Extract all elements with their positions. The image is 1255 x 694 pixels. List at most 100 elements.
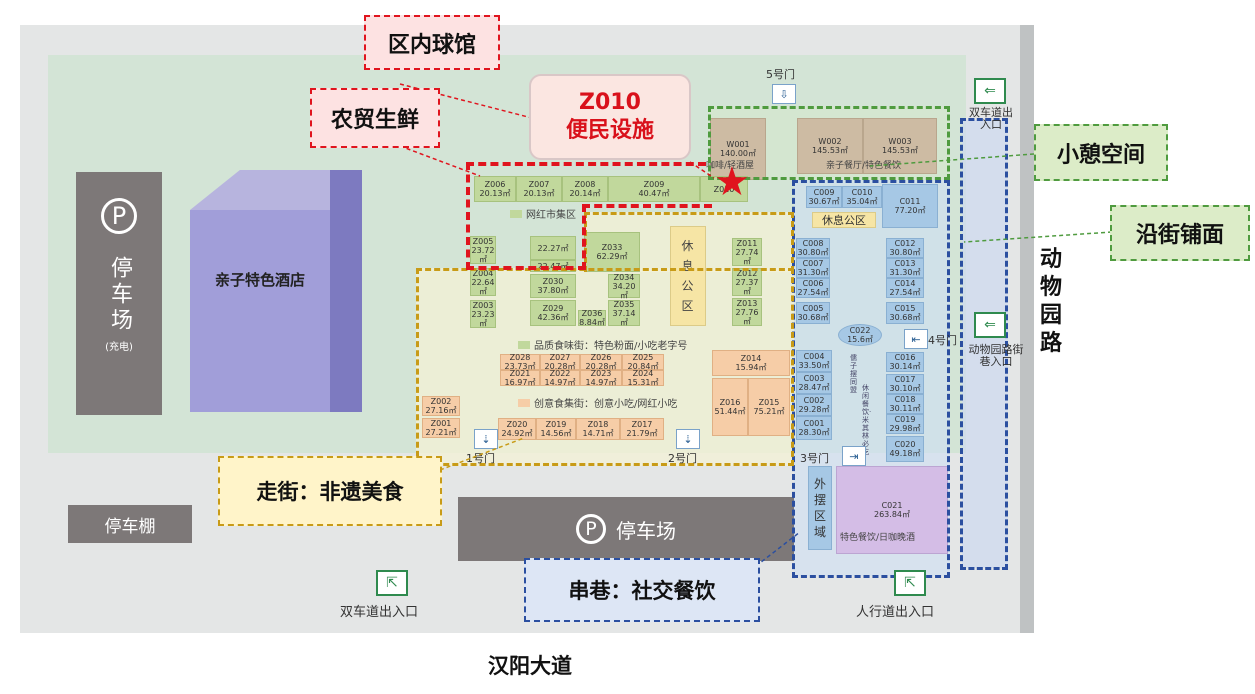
rest-area: 休息公区 bbox=[670, 226, 706, 326]
east-zoo-exit-label: 动物园路街巷入口 bbox=[968, 343, 1024, 368]
leader-fresh bbox=[399, 145, 481, 177]
gate-4-icon[interactable]: ⇤ bbox=[904, 329, 928, 349]
parking-icon: P bbox=[576, 514, 606, 544]
leader-walk bbox=[439, 437, 525, 471]
red-zone-mid bbox=[582, 204, 712, 208]
rest-area-2: 休息公区 bbox=[812, 212, 876, 228]
east-zoo-exit-icon[interactable]: ⇐ bbox=[974, 312, 1006, 338]
gate-3-icon[interactable]: ⇥ bbox=[842, 446, 866, 466]
south-parking-title: 停车场 bbox=[616, 518, 676, 543]
c021-note: 特色餐饮/日咖晚酒 bbox=[840, 533, 916, 543]
callout-street-shops: 沿街铺面 bbox=[1110, 205, 1250, 261]
red-zone-step bbox=[582, 204, 586, 270]
hotel-building: 亲子特色酒店 bbox=[190, 170, 362, 412]
parking-shed: 停车棚 bbox=[68, 505, 192, 543]
gate-4-label: 4号门 bbox=[928, 334, 957, 347]
red-zone-left bbox=[466, 162, 470, 270]
gate-5-icon[interactable]: ⇩ bbox=[772, 84, 796, 104]
leader-z010 bbox=[689, 161, 715, 179]
outdoor-area: 外摆区域 bbox=[808, 466, 832, 550]
south-ped-exit-label: 人行道出入口 bbox=[856, 605, 935, 620]
red-zone-top bbox=[466, 162, 706, 166]
road-east-label: 动物园路 bbox=[1040, 247, 1063, 356]
gate-1-icon[interactable]: ⇣ bbox=[474, 429, 498, 449]
callout-stadium: 区内球馆 bbox=[364, 15, 500, 70]
unit-Z032[interactable]: 22.27㎡ bbox=[530, 236, 576, 260]
creative-street-label: 创意食集街：创意小吃/网红小吃 bbox=[518, 395, 677, 410]
hotel-label: 亲子特色酒店 bbox=[214, 271, 305, 289]
unit-Z010[interactable]: Z010 bbox=[700, 176, 748, 202]
star-marker-icon: ★ bbox=[714, 159, 750, 205]
south-ped-exit-icon[interactable]: ⇱ bbox=[894, 570, 926, 596]
east-double-exit-icon[interactable]: ⇐ bbox=[974, 78, 1006, 104]
leader-rest bbox=[869, 153, 1035, 167]
w-parent-label: 亲子餐厅/特色餐饮 bbox=[826, 161, 902, 171]
gate-2-icon[interactable]: ⇣ bbox=[676, 429, 700, 449]
west-parking-title: 停车场 bbox=[107, 256, 132, 334]
green-zone-outline bbox=[708, 106, 950, 180]
gold-zone-outline bbox=[416, 268, 794, 466]
street-zone-outline bbox=[960, 118, 1008, 570]
callout-fresh: 农贸生鲜 bbox=[310, 88, 440, 148]
vertical-label-1: 儒子摆同盟 bbox=[850, 354, 857, 394]
south-double-exit-icon[interactable]: ⇱ bbox=[376, 570, 408, 596]
